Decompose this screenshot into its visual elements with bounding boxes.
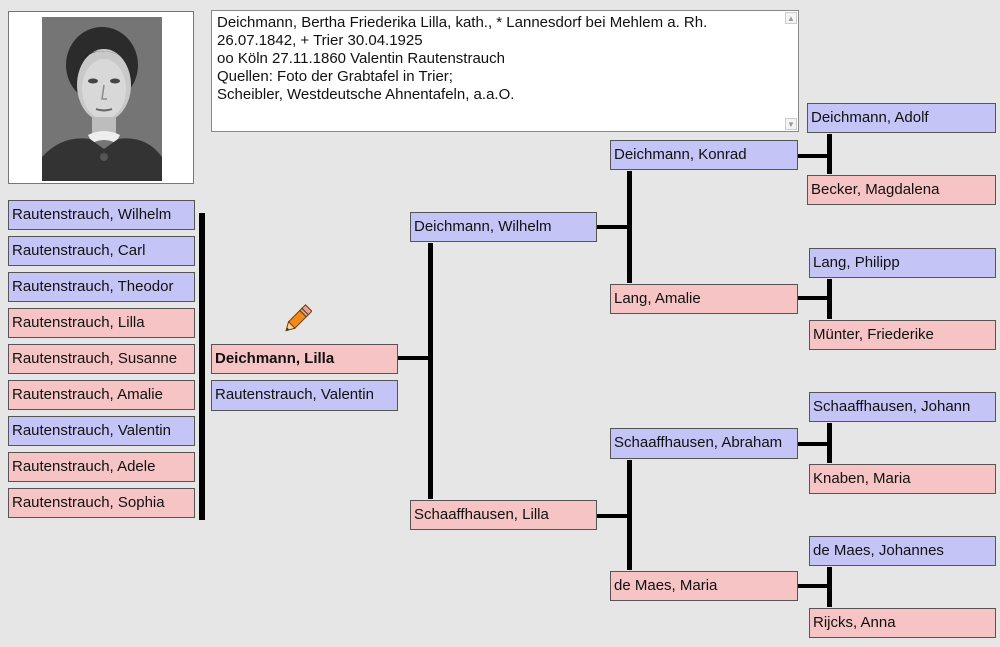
child-rautenstrauch-adele[interactable]: Rautenstrauch, Adele [8, 452, 195, 482]
mother-connector-line [597, 514, 629, 518]
mother-person[interactable]: Schaaffhausen, Lilla [410, 500, 597, 530]
konrad-parents-connector-line [827, 134, 832, 174]
child-rautenstrauch-sophia[interactable]: Rautenstrauch, Sophia [8, 488, 195, 518]
notes-line: 26.07.1842, + Trier 30.04.1925 [217, 32, 423, 49]
maria-connector-line [798, 584, 830, 588]
maternal-grandparents-connector-line [627, 460, 632, 570]
amalie-parents-connector-line [827, 279, 832, 319]
child-rautenstrauch-amalie[interactable]: Rautenstrauch, Amalie [8, 380, 195, 410]
great-grandmother-rijcks-anna[interactable]: Rijcks, Anna [809, 608, 996, 638]
pencil-icon[interactable] [282, 302, 312, 336]
maria-parents-connector-line [827, 567, 832, 607]
paternal-grandparents-connector-line [627, 171, 632, 283]
subject-connector-line [398, 356, 430, 360]
grandmother-maternal[interactable]: de Maes, Maria [610, 571, 798, 601]
child-rautenstrauch-wilhelm[interactable]: Rautenstrauch, Wilhelm [8, 200, 195, 230]
notes-line: Scheibler, Westdeutsche Ahnentafeln, a.a… [217, 86, 515, 103]
great-grandfather-schaaffhausen-johann[interactable]: Schaaffhausen, Johann [809, 392, 996, 422]
great-grandmother-becker-magdalena[interactable]: Becker, Magdalena [807, 175, 996, 205]
amalie-connector-line [798, 296, 830, 300]
notes-line: Quellen: Foto der Grabtafel in Trier; [217, 68, 453, 85]
parents-connector-line [428, 243, 433, 499]
grandfather-paternal[interactable]: Deichmann, Konrad [610, 140, 798, 170]
child-rautenstrauch-susanne[interactable]: Rautenstrauch, Susanne [8, 344, 195, 374]
portrait-photo-frame [8, 11, 194, 184]
abraham-parents-connector-line [827, 423, 832, 463]
great-grandfather-deichmann-adolf[interactable]: Deichmann, Adolf [807, 103, 996, 133]
child-rautenstrauch-lilla[interactable]: Rautenstrauch, Lilla [8, 308, 195, 338]
grandfather-maternal[interactable]: Schaaffhausen, Abraham [610, 428, 798, 459]
great-grandmother-munter-friederike[interactable]: Münter, Friederike [809, 320, 996, 350]
children-connector-line [199, 213, 205, 520]
spouse-person[interactable]: Rautenstrauch, Valentin [211, 380, 398, 411]
child-rautenstrauch-carl[interactable]: Rautenstrauch, Carl [8, 236, 195, 266]
abraham-connector-line [798, 442, 830, 446]
konrad-connector-line [798, 154, 830, 158]
notes-line: oo Köln 27.11.1860 Valentin Rautenstrauc… [217, 50, 505, 67]
portrait-photo [42, 17, 162, 181]
grandmother-paternal[interactable]: Lang, Amalie [610, 284, 798, 314]
great-grandfather-lang-philipp[interactable]: Lang, Philipp [809, 248, 996, 278]
child-rautenstrauch-valentin[interactable]: Rautenstrauch, Valentin [8, 416, 195, 446]
father-connector-line [597, 225, 629, 229]
notes-textarea[interactable]: Deichmann, Bertha Friederika Lilla, kath… [211, 10, 799, 132]
scroll-down-icon[interactable]: ▼ [785, 118, 797, 130]
great-grandmother-knaben-maria[interactable]: Knaben, Maria [809, 464, 996, 494]
child-rautenstrauch-theodor[interactable]: Rautenstrauch, Theodor [8, 272, 195, 302]
father-person[interactable]: Deichmann, Wilhelm [410, 212, 597, 242]
subject-person[interactable]: Deichmann, Lilla [211, 344, 398, 374]
notes-line: Deichmann, Bertha Friederika Lilla, kath… [217, 14, 708, 31]
great-grandfather-de-maes-johannes[interactable]: de Maes, Johannes [809, 536, 996, 566]
scroll-up-icon[interactable]: ▲ [785, 12, 797, 24]
